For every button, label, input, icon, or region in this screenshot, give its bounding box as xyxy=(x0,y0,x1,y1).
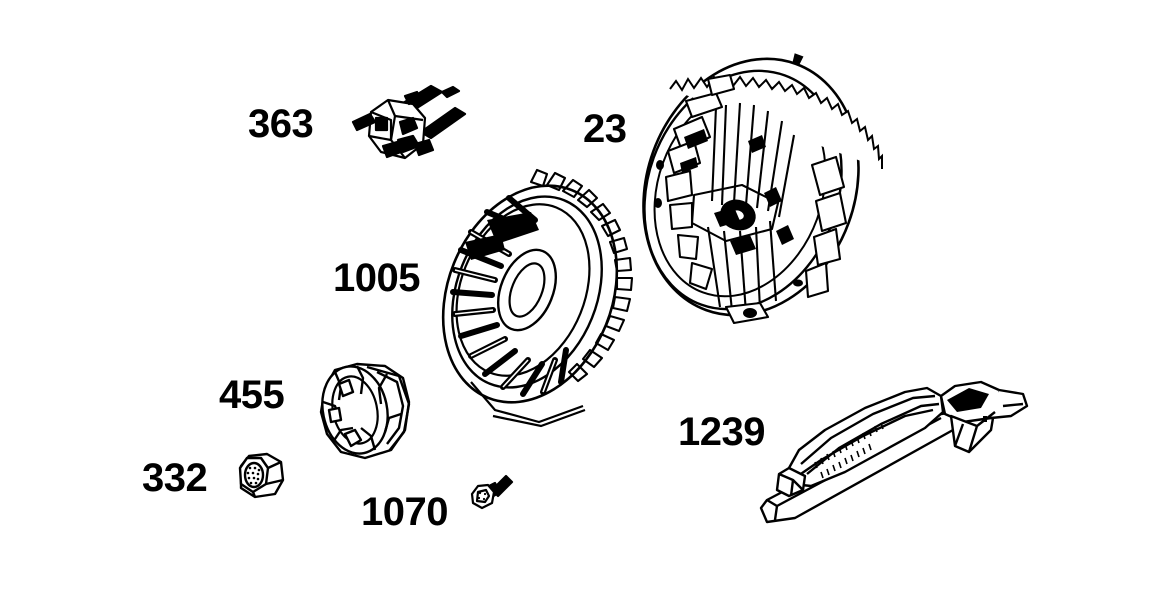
part-flywheel-ring-gear[interactable] xyxy=(630,45,885,330)
callout-1005: 1005 xyxy=(333,256,420,300)
callout-332: 332 xyxy=(142,456,208,500)
part-hex-nut[interactable] xyxy=(233,450,291,502)
callout-23: 23 xyxy=(583,107,627,151)
callout-1239: 1239 xyxy=(678,410,765,454)
part-guide-rail-bracket[interactable] xyxy=(755,372,1040,537)
part-starter-cup[interactable] xyxy=(305,358,420,468)
part-cooling-fan[interactable] xyxy=(435,168,650,428)
part-hex-bolt[interactable] xyxy=(468,472,514,517)
callout-1070: 1070 xyxy=(361,490,448,534)
part-brush-holder-assembly[interactable] xyxy=(343,78,468,173)
callout-455: 455 xyxy=(219,373,285,417)
callout-363: 363 xyxy=(248,102,314,146)
